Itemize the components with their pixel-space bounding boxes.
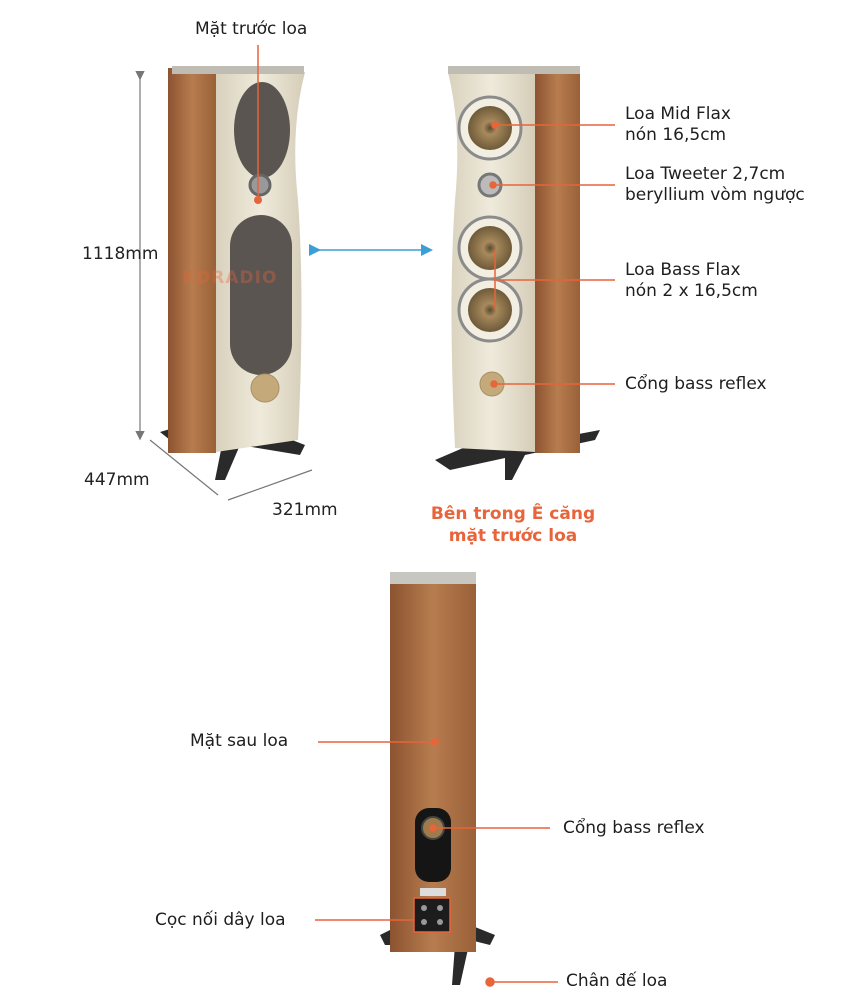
label-line: nón 16,5cm [625,125,727,145]
rear-port-label: Cổng bass reflex [563,818,705,838]
tweeter [248,173,272,197]
caption-line: mặt trước loa [448,526,578,546]
height-dimension: 1118mm [82,244,159,264]
lower-grille [230,215,292,375]
label-line: beryllium vòm ngược [625,185,805,205]
inner-caption: Bên trong Ê căng mặt trước loa [408,503,618,547]
label-line: Loa Mid Flax [625,104,731,124]
label-line: nón 2 x 16,5cm [625,281,758,301]
front-top-label: Mặt trước loa [195,19,308,39]
depth-dimension: 447mm [84,470,150,490]
terminals-label: Cọc nối dây loa [155,910,286,930]
caption-line: Bên trong Ê căng [430,504,596,524]
label-line: Loa Tweeter 2,7cm [625,164,786,184]
mid-driver-label: Loa Mid Flax nón 16,5cm [625,104,731,146]
rear-speaker [380,572,495,985]
rear-back-label: Mặt sau loa [190,731,289,751]
front-port-label: Cổng bass reflex [625,374,767,394]
bass-driver-label: Loa Bass Flax nón 2 x 16,5cm [625,260,758,302]
width-dimension: 321mm [272,500,338,520]
front-speaker [160,66,305,480]
watermark-logo: KDRADIO [182,268,278,288]
terminal-box [413,897,451,933]
label-line: Loa Bass Flax [625,260,741,280]
tweeter-label: Loa Tweeter 2,7cm beryllium vòm ngược [625,164,805,206]
feet-label: Chân đế loa [566,971,668,991]
inner-speaker [435,66,600,480]
upper-grille [234,82,290,178]
